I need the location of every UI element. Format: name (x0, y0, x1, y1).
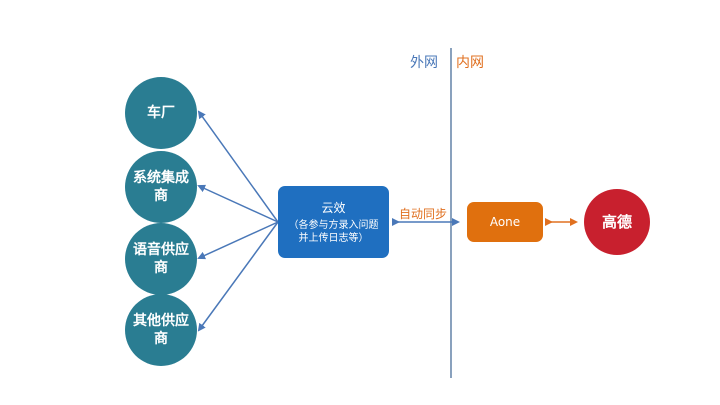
hub-title: 云效 (321, 200, 346, 215)
arrow-hub-to-partner-4 (197, 221, 279, 332)
arrow-hub-to-partner-1 (197, 110, 279, 223)
partner-node-1: 车厂 (125, 77, 197, 149)
partner-node-3: 语音供应商 (125, 223, 197, 295)
partner-node-label: 系统集成商 (133, 170, 189, 204)
hub-note: （各参与方录入问题并上传日志等） (288, 219, 379, 244)
target-node: 高德 (584, 189, 650, 255)
partner-node-label: 其他供应商 (133, 313, 189, 347)
arrow-hub-to-partner-2 (197, 184, 279, 223)
internal-system-node: Aone (467, 202, 543, 242)
partner-node-2: 系统集成商 (125, 151, 197, 223)
partner-node-4: 其他供应商 (125, 294, 197, 366)
target-label: 高德 (601, 213, 632, 231)
arrow-hub-to-partner-3 (197, 221, 279, 260)
internal-system-label: Aone (489, 215, 521, 229)
partner-node-label: 语音供应商 (133, 242, 189, 276)
partner-node-label: 车厂 (147, 105, 175, 121)
hub-node: 云效 （各参与方录入问题并上传日志等） (278, 186, 389, 258)
sync-label: 自动同步 (399, 207, 448, 221)
external-network-label: 外网 (410, 55, 438, 71)
internal-network-label: 内网 (456, 55, 484, 71)
